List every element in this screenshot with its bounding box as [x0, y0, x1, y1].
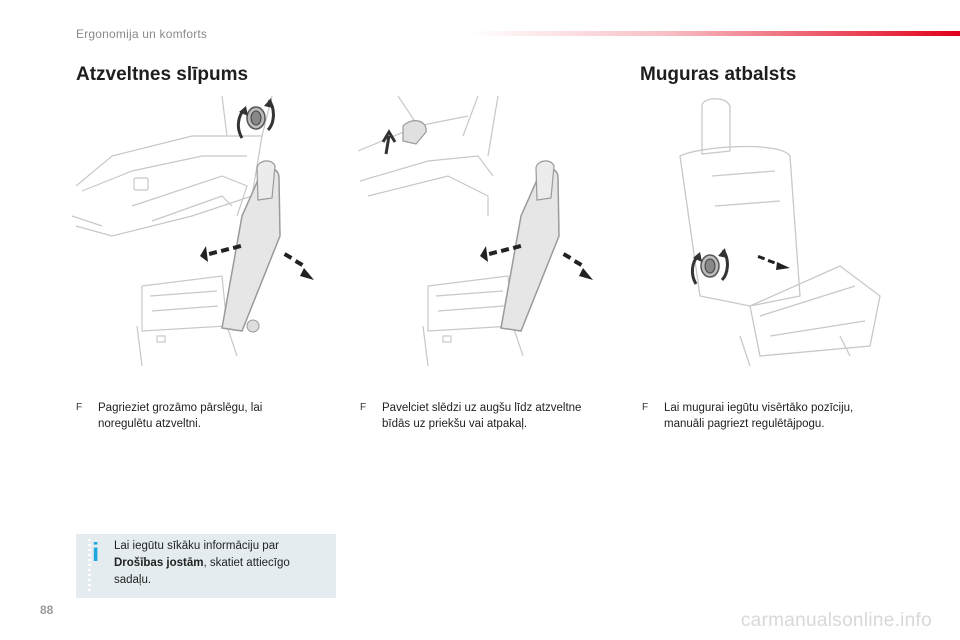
page-number: 88 [40, 603, 54, 617]
instruction-text: Pavelciet slēdzi uz augšu līdz atzveltne… [382, 402, 582, 430]
info-note-stripe [88, 539, 91, 594]
seat-knob-illustration [72, 96, 314, 366]
info-note-text: Lai iegūtu sīkāku informāciju par Drošīb… [114, 538, 329, 589]
info-text-before: Lai iegūtu sīkāku informāciju par [114, 540, 279, 552]
bullet-marker: F [76, 402, 83, 413]
bullet-marker: F [642, 402, 649, 413]
instruction-lumbar: F Lai mugurai iegūtu visērtāko pozīciju,… [642, 400, 892, 432]
watermark: carmanualsonline.info [740, 610, 932, 631]
seat-lever-illustration [358, 96, 593, 366]
instruction-text: Pagrieziet grozāmo pārslēgu, lai noregul… [98, 402, 263, 430]
section-header: Ergonomija un komforts [76, 27, 208, 41]
instruction-text: Lai mugurai iegūtu visērtāko pozīciju, m… [664, 402, 854, 430]
title-lumbar-support: Muguras atbalsts [640, 64, 797, 85]
lumbar-support-illustration [679, 98, 881, 366]
info-text-after: , skatiet attiecīgo sadaļu. [114, 557, 290, 586]
bullet-marker: F [360, 402, 367, 413]
info-icon: i [92, 537, 100, 567]
header-accent-bar [470, 31, 960, 36]
instruction-lever: F Pavelciet slēdzi uz augšu līdz atzvelt… [360, 400, 610, 432]
instruction-knob: F Pagrieziet grozāmo pārslēgu, lai noreg… [76, 400, 306, 432]
title-backrest-angle: Atzveltnes slīpums [76, 64, 249, 85]
info-note-box: i Lai iegūtu sīkāku informāciju par Droš… [76, 534, 336, 598]
info-text-bold-link[interactable]: Drošības jostām [114, 557, 204, 569]
